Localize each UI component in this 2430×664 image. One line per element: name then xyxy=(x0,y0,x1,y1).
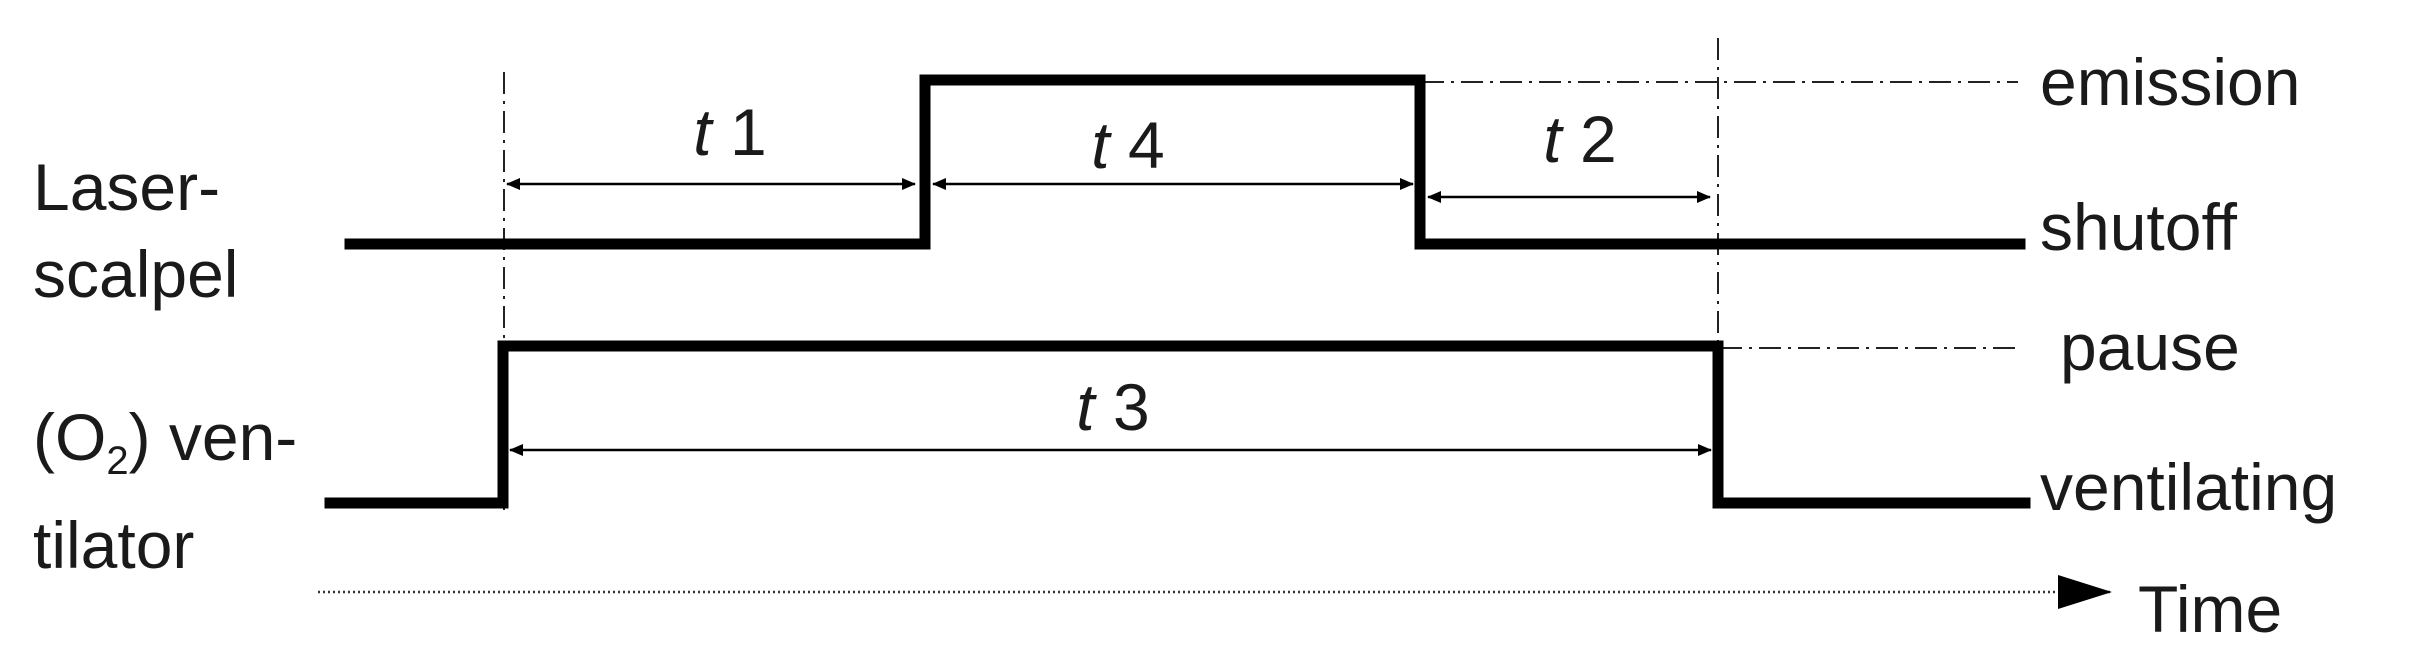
state-emission: emission xyxy=(2040,45,2300,119)
ventilator-signal-trace xyxy=(324,340,2031,509)
ventilator-label-subscript: 2 xyxy=(106,439,128,483)
t2-var: t xyxy=(1543,102,1564,176)
t4-label: t 4 xyxy=(1091,108,1164,182)
ventilator-label-prefix: (O xyxy=(33,400,106,474)
t2-label: t 2 xyxy=(1543,102,1616,176)
state-ventilating: ventilating xyxy=(2040,450,2337,524)
t3-num: 3 xyxy=(1095,370,1150,444)
laser-label-line2: scalpel xyxy=(33,237,238,311)
t1-num: 1 xyxy=(712,95,767,169)
state-shutoff: shutoff xyxy=(2040,190,2238,264)
time-axis-label: Time xyxy=(2138,572,2282,646)
t4-num: 4 xyxy=(1110,108,1165,182)
t3-label: t 3 xyxy=(1076,370,1149,444)
t3-var: t xyxy=(1076,370,1097,444)
laser-signal-trace xyxy=(344,74,2026,250)
ventilator-label-line2: tilator xyxy=(33,508,194,582)
t2-num: 2 xyxy=(1562,102,1617,176)
ventilator-label-suffix: ) ven- xyxy=(129,400,298,474)
ventilator-label-line1: (O2) ven- xyxy=(33,400,297,483)
state-pause: pause xyxy=(2060,310,2240,384)
t1-var: t xyxy=(693,95,714,169)
t1-label: t 1 xyxy=(693,95,766,169)
laser-label-line1: Laser- xyxy=(33,150,220,224)
t4-var: t xyxy=(1091,108,1112,182)
